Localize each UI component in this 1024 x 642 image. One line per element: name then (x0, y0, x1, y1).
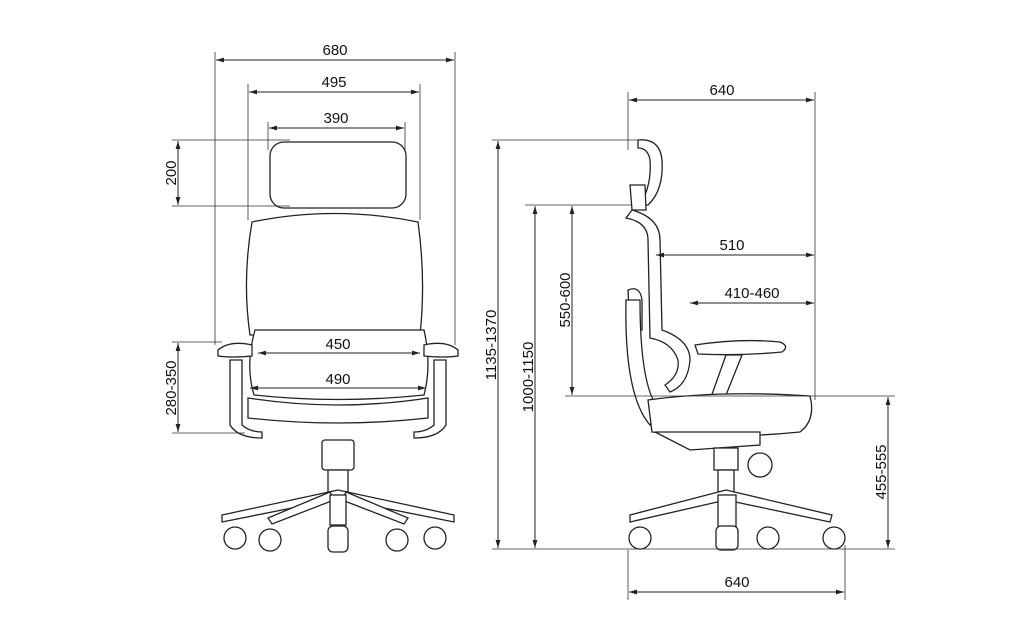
dim-backrest-to-front: 510 (719, 237, 744, 254)
gas-cylinder (327, 469, 349, 493)
dim-seat-inner-width: 450 (325, 336, 350, 353)
gas-lift-housing (321, 439, 355, 471)
seat-back-cushion (249, 329, 429, 401)
dim-seat-depth: 410-460 (724, 285, 779, 302)
dim-armrest-outer-width: 495 (321, 74, 346, 91)
side-view-chair (624, 139, 846, 551)
side-gas-housing (713, 447, 739, 471)
right-armrest-pad (423, 342, 459, 358)
left-armrest-support (229, 359, 263, 439)
side-dimensions: 640 510 410-460 550-600 1135-1370 1000-1… (483, 82, 895, 600)
dim-seat-height: 455-555 (873, 444, 890, 499)
dim-headrest-height: 200 (163, 160, 180, 185)
right-armrest-support (413, 359, 447, 439)
front-view-chair (217, 141, 459, 553)
front-dimensions: 680 495 390 200 450 490 280-350 (163, 42, 456, 434)
side-adjust-knob (747, 452, 773, 478)
side-base-front-leg (717, 494, 737, 531)
left-armrest-pad (217, 342, 253, 358)
side-casters (628, 525, 846, 551)
dim-headrest-width: 390 (323, 110, 348, 127)
dim-height-without-headrest: 1000-1150 (520, 342, 537, 413)
backrest (245, 212, 424, 336)
dim-armrest-height: 280-350 (163, 360, 180, 415)
dim-overall-depth: 640 (709, 82, 734, 99)
headrest (269, 141, 407, 209)
dim-overall-width: 680 (322, 42, 347, 59)
side-backrest (624, 209, 691, 393)
dim-backrest-height: 550-600 (557, 272, 574, 327)
base-front-leg (329, 494, 347, 526)
side-armrest-pad (694, 339, 787, 356)
casters (223, 525, 447, 553)
seat (247, 397, 429, 424)
side-seat (647, 393, 813, 437)
dim-total-height: 1135-1370 (483, 310, 500, 381)
dim-base-diameter: 640 (724, 574, 749, 591)
dim-seat-width: 490 (325, 371, 350, 388)
side-mechanism (654, 431, 761, 451)
side-headrest-bracket (629, 184, 647, 211)
